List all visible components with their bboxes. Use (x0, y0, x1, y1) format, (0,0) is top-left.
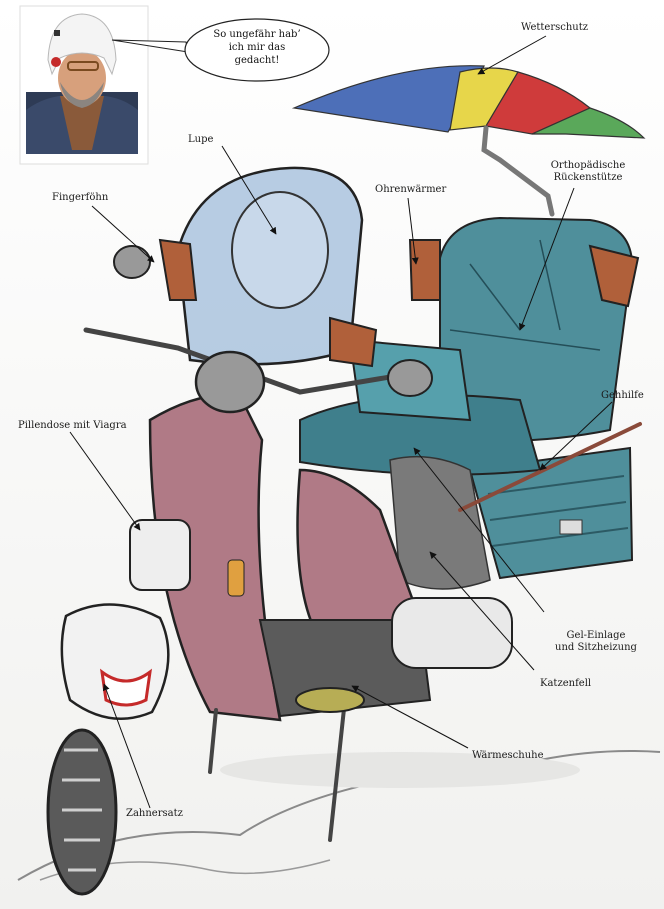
speech-bubble (111, 18, 330, 82)
label-zahnersatz: Zahnersatz (126, 808, 183, 819)
label-gel-line-1: Gel-Einlage (566, 630, 626, 641)
front-wheel (46, 603, 170, 896)
speech-line-3: gedacht! (234, 55, 280, 66)
label-waermeschuhe: Wärmeschuhe (472, 750, 544, 761)
handlebars (83, 238, 640, 414)
walking-cane (458, 422, 642, 512)
label-fingerfoehn: Fingerföhn (52, 192, 109, 203)
label-pillendose: Pillendose mit Viagra (18, 420, 127, 431)
warm-shoes (295, 687, 365, 713)
label-orthopaedisch-line-2: Rückenstütze (553, 172, 623, 183)
cat-fur (389, 455, 491, 590)
speech-line-1: So ungefähr hab’ (213, 29, 301, 40)
label-orthopaedisch-line-1: Orthopädische (550, 160, 626, 171)
label-gel-einlage: Gel-Einlage und Sitzheizung (548, 630, 644, 654)
umbrella (291, 65, 646, 217)
label-ohrenwaermer: Ohrenwärmer (375, 184, 447, 195)
scooter-body (129, 393, 513, 722)
annotation-arrows (69, 35, 613, 809)
label-gel-line-2: und Sitzheizung (555, 642, 637, 653)
label-wetterschutz: Wetterschutz (521, 22, 589, 33)
label-gehhilfe: Gehhilfe (601, 390, 644, 401)
label-lupe: Lupe (188, 134, 214, 145)
portrait-photo (19, 5, 149, 165)
label-orthopaedisch: Orthopädische Rückenstütze (548, 160, 628, 184)
speech-line-2: ich mir das (228, 42, 286, 53)
label-katzenfell: Katzenfell (540, 678, 592, 689)
speech-bubble-text: So ungefähr hab’ ich mir das gedacht! (192, 28, 322, 67)
